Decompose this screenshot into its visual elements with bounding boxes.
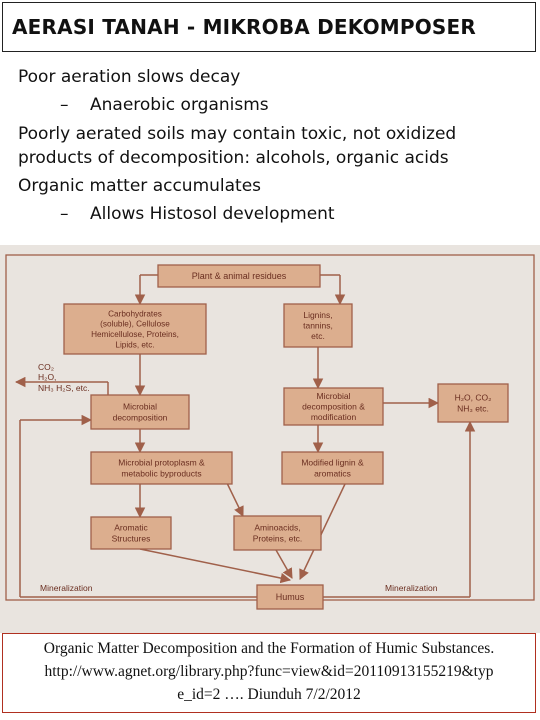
arrow-protoplasm-aminoacids [225,480,244,517]
sub-bullet-histosol: – Allows Histosol development [18,200,533,228]
node-lignins: Lignins,tannins,etc. [283,303,353,348]
node-modified-lignin: Modified lignin &aromatics [281,451,384,485]
node-protoplasm: Microbial protoplasm &metabolic byproduc… [90,451,233,485]
co2-line2: H₂O, [38,372,56,382]
node-humus: Humus [256,584,324,610]
node-text-line: tannins, [303,320,333,330]
caption-box: Organic Matter Decomposition and the For… [2,633,536,713]
title-box: AERASI TANAH - MIKROBA DEKOMPOSER [2,2,536,52]
caption-date: e_id=2 …. Diunduh 7/2/2012 [177,686,361,703]
node-aminoacids: Aminoacids,Proteins, etc. [233,515,322,551]
caption-url: http://www.agnet.org/library.php?func=vi… [44,663,494,680]
bullet-list: Poor aeration slows decay – Anaerobic org… [18,63,533,228]
node-text-line: Microbial [316,391,350,401]
arrow-aromatic-humus [139,548,292,584]
slide-title: AERASI TANAH - MIKROBA DEKOMPOSER [12,15,477,39]
node-text-line: etc. [311,331,325,341]
node-text-line: Plant & animal residues [192,271,287,281]
node-box [281,451,384,485]
node-carbo: Carbohydrates (soluble), CelluloseHemicel… [63,303,207,355]
diagram-arrows [14,274,476,598]
sub-bullet-anaerobic: – Anaerobic organisms [18,91,533,119]
node-text-line: aromatics [314,468,351,478]
diagram-free-labels: CO₂ H₂O, NH₃ H₂S, etc. Mineralization Mi… [38,362,438,593]
node-text-line: NH₃ etc. [457,403,489,413]
caption-title: Organic Matter Decomposition and the For… [43,640,495,657]
node-text-line: decomposition [113,412,168,422]
node-plant: Plant & animal residues [157,264,321,288]
node-box [256,584,324,610]
node-text-line: Microbial [123,402,157,412]
node-box [157,264,321,288]
node-box [283,387,384,426]
arrow-aminoacids-humus [275,549,293,579]
node-text-line: Aminoacids, [254,523,300,533]
node-text-line: Structures [112,533,151,543]
sub-bullet-histosol-text: Allows Histosol development [90,204,335,224]
bullet-poorly-aerated-line2: products of decomposition: alcohols, org… [18,148,449,168]
node-text-line: Humus [276,592,305,602]
node-box [90,394,190,430]
mineralization-left-label: Mineralization [40,583,93,593]
node-text-line: Microbial protoplasm & [118,458,205,468]
node-text-line: Lipids, etc. [115,340,154,349]
bullet-poor-aeration: Poor aeration slows decay [18,67,241,87]
node-box [90,451,233,485]
co2-line1: CO₂ [38,362,54,372]
node-box [90,516,172,550]
node-text-line: Modified lignin & [301,458,364,468]
bullet-organic-matter: Organic matter accumulates [18,176,262,196]
node-text-line: H₂O, CO₂ [455,393,492,403]
dash-marker: – [60,95,69,115]
node-box [283,303,353,348]
sub-bullet-anaerobic-text: Anaerobic organisms [90,95,269,115]
node-text-line: Aromatic [114,523,148,533]
arrow-lignin-humus [299,483,346,580]
bullet-poorly-aerated: Poorly aerated soils may contain toxic, … [18,122,533,170]
node-text-line: (soluble), Cellulose [100,320,170,329]
node-text-line: Proteins, etc. [253,533,303,543]
node-text-line: Hemicellulose, Proteins, [91,330,179,339]
mineralization-right-label: Mineralization [385,583,438,593]
node-text-line: modification [311,412,357,422]
node-text-line: decomposition & [302,401,365,411]
node-text-line: Lignins, [303,310,332,320]
node-box [63,303,207,355]
co2-line3: NH₃ H₂S, etc. [38,383,90,393]
bullet-poorly-aerated-line1: Poorly aerated soils may contain toxic, … [18,124,457,144]
node-text-line: Carbohydrates [108,309,162,318]
node-text-line: metabolic byproducts [121,468,201,478]
node-box [437,383,509,423]
dash-marker: – [60,204,69,224]
node-box [233,515,322,551]
